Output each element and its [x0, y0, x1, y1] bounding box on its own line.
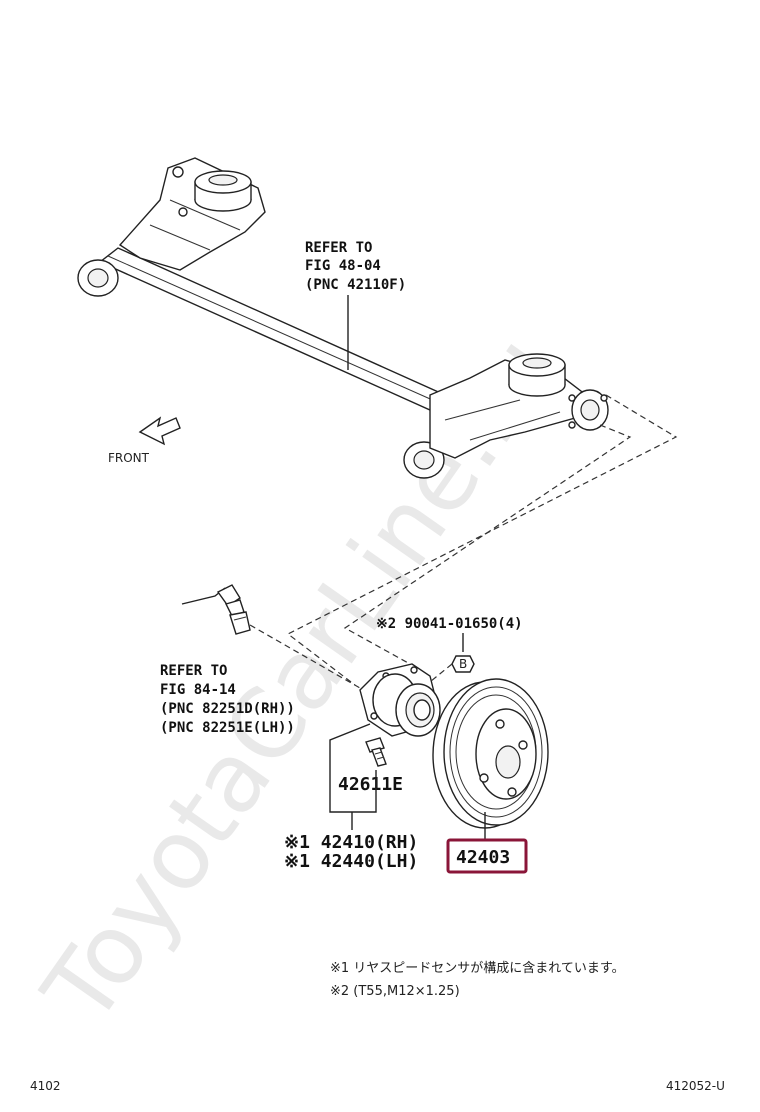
refer-axle-label: REFER TO FIG 48-04 (PNC 42110F) — [305, 240, 406, 293]
footer-illustration-code: 412052-U — [666, 1079, 725, 1093]
hub-bearing-assembly — [359, 663, 441, 737]
refer-sensor-line1: REFER TO — [160, 663, 227, 679]
hub-lh-part-number: ※1 42440(LH) — [284, 851, 418, 872]
rear-axle-beam — [77, 157, 609, 479]
refer-sensor-label: REFER TO FIG 84-14 (PNC 82251D(RH)) (PNC… — [160, 663, 295, 736]
refer-axle-line2: FIG 48-04 — [305, 258, 381, 274]
footer-figure-number: 4102 — [30, 1079, 61, 1093]
front-arrow-icon — [138, 416, 181, 446]
front-label: FRONT — [108, 451, 150, 465]
hub-bolt — [365, 737, 387, 767]
speed-sensor — [181, 584, 251, 635]
drum-part-number-box[interactable]: 42403 — [446, 838, 528, 874]
hub-rh-part-number: ※1 42410(RH) — [284, 832, 418, 853]
bolt-b-marker: B — [451, 655, 475, 673]
drum-part-number[interactable]: 42403 — [456, 847, 510, 868]
refer-axle-line3: (PNC 42110F) — [305, 277, 406, 293]
drum-highlight-frame — [446, 838, 528, 874]
svg-text:B: B — [459, 657, 467, 671]
refer-sensor-line3: (PNC 82251D(RH)) — [160, 701, 295, 717]
refer-sensor-line4: (PNC 82251E(LH)) — [160, 720, 295, 736]
refer-axle-line1: REFER TO — [305, 240, 372, 256]
note-torque-spec: ※2 (T55,M12×1.25) — [330, 984, 460, 999]
bolt-callout: ※2 90041-01650(4) — [376, 616, 523, 632]
note-speed-sensor: ※1 リヤスピードセンサが構成に含まれています。 — [330, 960, 625, 976]
refer-sensor-line2: FIG 84-14 — [160, 682, 236, 698]
hub-bolt-part-number: 42611E — [338, 774, 403, 795]
brake-drum — [432, 678, 549, 829]
